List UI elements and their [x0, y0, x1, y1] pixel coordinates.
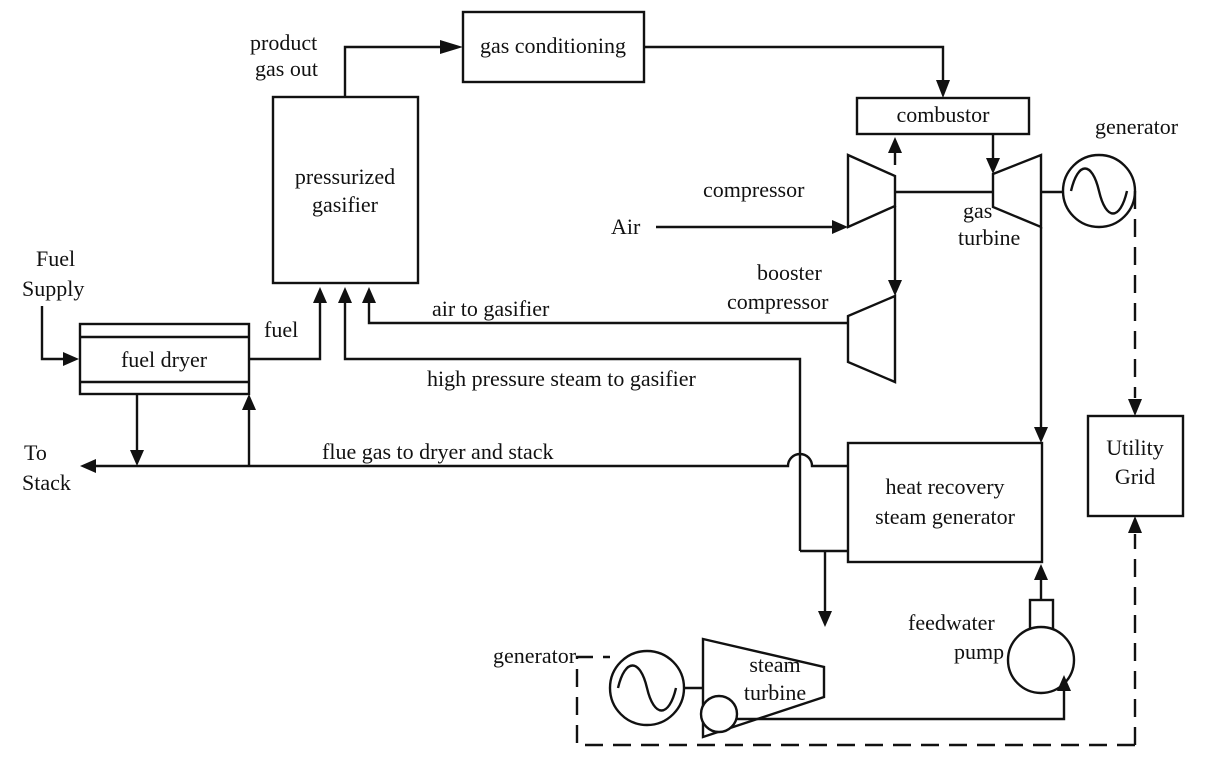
gas-turbine-label-line1: gas — [963, 198, 992, 223]
generator-top-label: generator — [1095, 114, 1179, 139]
pressurized-gasifier-label-line1: pressurized — [295, 164, 395, 189]
compressor-label: compressor — [703, 177, 805, 202]
utility-grid-label-line1: Utility — [1106, 435, 1163, 460]
product-gas-out-label-line2: gas out — [255, 56, 318, 81]
gas-conditioning-label: gas conditioning — [480, 33, 626, 58]
to-stack-label-line1: To — [24, 440, 47, 465]
booster-compressor-shape — [846, 294, 897, 384]
fuel-dryer-label: fuel dryer — [121, 347, 208, 372]
utility-grid-label-line2: Grid — [1115, 464, 1155, 489]
combustor-label: combustor — [897, 102, 991, 127]
fuel-supply-label-line2: Supply — [22, 276, 84, 301]
pressurized-gasifier-label-line2: gasifier — [312, 192, 379, 217]
flue-gas-label: flue gas to dryer and stack — [322, 439, 554, 464]
hrsg-box — [846, 441, 1044, 564]
feedwater-pump-label-line2: pump — [954, 639, 1004, 664]
gas-turbine-label-line2: turbine — [958, 225, 1020, 250]
hrsg-label-line2: steam generator — [875, 504, 1016, 529]
air-to-gasifier-label: air to gasifier — [432, 296, 550, 321]
fuel-dryer-box — [78, 322, 251, 396]
utility-grid-box — [1086, 414, 1185, 518]
feedwater-pump-label-line1: feedwater — [908, 610, 995, 635]
steam-turbine-label-line1: steam — [749, 652, 800, 677]
booster-compressor-label-line1: booster — [757, 260, 822, 285]
compressor-shape — [846, 153, 897, 229]
air-label: Air — [611, 214, 641, 239]
product-gas-out-label-line1: product — [250, 30, 317, 55]
generator-bottom-label: generator — [493, 643, 577, 668]
hp-steam-label: high pressure steam to gasifier — [427, 366, 696, 391]
fuel-label: fuel — [264, 317, 298, 342]
condenser-circle — [699, 694, 739, 734]
flow-lines — [40, 40, 1071, 721]
combustor-box — [855, 96, 1031, 136]
generator-bottom-symbol — [608, 649, 686, 727]
pressurized-gasifier-box — [271, 95, 420, 285]
to-stack-label-line2: Stack — [22, 470, 71, 495]
fuel-supply-label-line1: Fuel — [36, 246, 75, 271]
steam-turbine-label-line2: turbine — [744, 680, 806, 705]
booster-compressor-label-line2: compressor — [727, 289, 829, 314]
gas-turbine-shape — [991, 153, 1043, 229]
hrsg-label-line1: heat recovery — [885, 474, 1004, 499]
generator-top-symbol — [1061, 153, 1137, 229]
electrical-lines — [575, 191, 1142, 747]
